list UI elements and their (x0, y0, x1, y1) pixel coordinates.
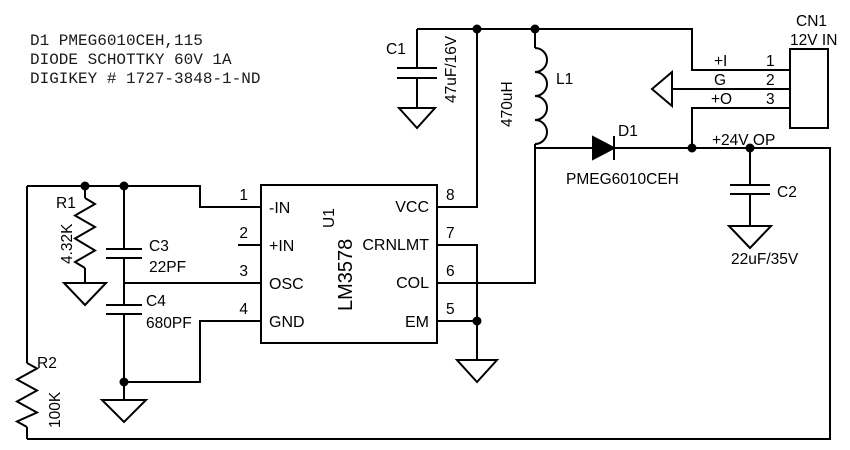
junction-diode-out (687, 143, 697, 153)
wire-cn1-output (691, 107, 790, 148)
u1-pin-num-7: 7 (446, 225, 455, 242)
ground-icon (726, 225, 774, 250)
c1-ref: C1 (386, 41, 406, 58)
u1-pin-num-6: 6 (446, 263, 455, 280)
component-r2: R2 100K (14, 355, 64, 428)
u1-pin-name-col: COL (396, 275, 429, 292)
component-d1: D1 PMEG6010CEH (566, 123, 679, 188)
capacitor-icon (106, 248, 142, 259)
cn1-ref: CN1 (796, 13, 827, 30)
ground-icon (99, 399, 149, 424)
cn1-pin-name-out: +O (711, 91, 732, 108)
c4-ref: C4 (146, 293, 166, 310)
capacitor-icon (397, 67, 437, 79)
cn1-value: 12V IN (790, 32, 837, 49)
junction-em-gnd (472, 316, 482, 326)
resistor-icon (72, 197, 98, 269)
u1-value: LM3578 (335, 239, 357, 311)
l1-ref: L1 (556, 71, 573, 88)
cn1-pin-num-2: 2 (766, 72, 775, 89)
c2-ref: C2 (777, 184, 797, 201)
component-c3: C3 22PF (106, 186, 186, 305)
u1-pin-num-3: 3 (239, 263, 248, 280)
net-label-output: +24V OP (712, 132, 775, 149)
u1-pin-num-4: 4 (239, 301, 248, 318)
u1-pin-name-inv: -IN (269, 200, 290, 217)
u1-pin-num-2: 2 (239, 225, 248, 242)
c1-value: 47uF/16V (443, 35, 460, 103)
ground-icon (61, 282, 109, 307)
ground-icon (396, 107, 438, 130)
u1-pin-name-noninv: +IN (269, 238, 294, 255)
c4-value: 680PF (146, 315, 192, 332)
u1-pin-name-gnd: GND (269, 314, 305, 331)
r2-value: 100K (47, 391, 64, 428)
u1-pin-num-8: 8 (446, 187, 455, 204)
cn1-pin-name-gnd: G (714, 72, 726, 89)
component-cn1: CN1 12V IN +I G +O 1 2 3 (650, 13, 837, 129)
u1-pin-num-1: 1 (239, 187, 248, 204)
resistor-icon (14, 362, 40, 428)
capacitor-icon (106, 304, 142, 315)
cn1-pin-name-in: +I (714, 53, 727, 70)
u1-ref: U1 (321, 208, 338, 228)
ic-body (260, 184, 438, 344)
note-line-2: DIODE SCHOTTKY 60V 1A (30, 51, 232, 69)
c3-ref: C3 (149, 238, 169, 255)
u1-pin-name-vcc: VCC (395, 199, 429, 216)
wire-vcc (437, 29, 478, 208)
junction-rail-vcc (472, 24, 482, 34)
c2-value: 22uF/35V (731, 251, 799, 268)
inductor-icon (534, 47, 548, 145)
r1-ref: R1 (56, 195, 76, 212)
ground-icon (650, 69, 673, 109)
wire-12v-rail (417, 28, 790, 71)
connector-body (789, 48, 829, 129)
u1-pin-name-em: EM (405, 314, 429, 331)
c3-value: 22PF (149, 259, 186, 276)
component-c4: C4 680PF (99, 293, 192, 424)
component-u1: U1 LM3578 -IN +IN OSC GND VCC CRNLMT COL… (239, 184, 455, 344)
wire-crnlmt-gnd (437, 244, 478, 360)
d1-ref: D1 (618, 123, 638, 140)
u1-pin-num-5: 5 (446, 301, 455, 318)
component-c1: C1 47uF/16V (386, 29, 460, 130)
capacitor-icon (730, 184, 770, 195)
component-c2: C2 22uF/35V (726, 148, 799, 268)
notes-block: D1 PMEG6010CEH,115 DIODE SCHOTTKY 60V 1A… (30, 32, 260, 88)
wire-col-switch-node (437, 148, 536, 284)
u1-pin-name-osc: OSC (269, 276, 304, 293)
note-line-1: D1 PMEG6010CEH,115 (30, 32, 203, 50)
u1-pin-name-crnlmt: CRNLMT (362, 237, 429, 254)
cn1-pin-num-1: 1 (766, 53, 775, 70)
wire-output-feedback-loop (27, 147, 831, 440)
diode-icon (592, 135, 617, 161)
ground-icon (454, 359, 500, 384)
wire-gnd-pin (124, 320, 261, 383)
component-r1: R1 4.32K (56, 186, 109, 307)
l1-value: 470uH (499, 81, 516, 127)
component-l1: 470uH L1 (499, 29, 573, 148)
cn1-pin-num-3: 3 (766, 91, 775, 108)
r1-value: 4.32K (59, 223, 76, 264)
d1-value: PMEG6010CEH (566, 171, 679, 188)
r2-ref: R2 (37, 355, 57, 372)
note-line-3: DIGIKEY # 1727-3848-1-ND (30, 70, 260, 88)
wire-feedback-to-inv-input (27, 185, 261, 208)
wires (26, 28, 831, 440)
